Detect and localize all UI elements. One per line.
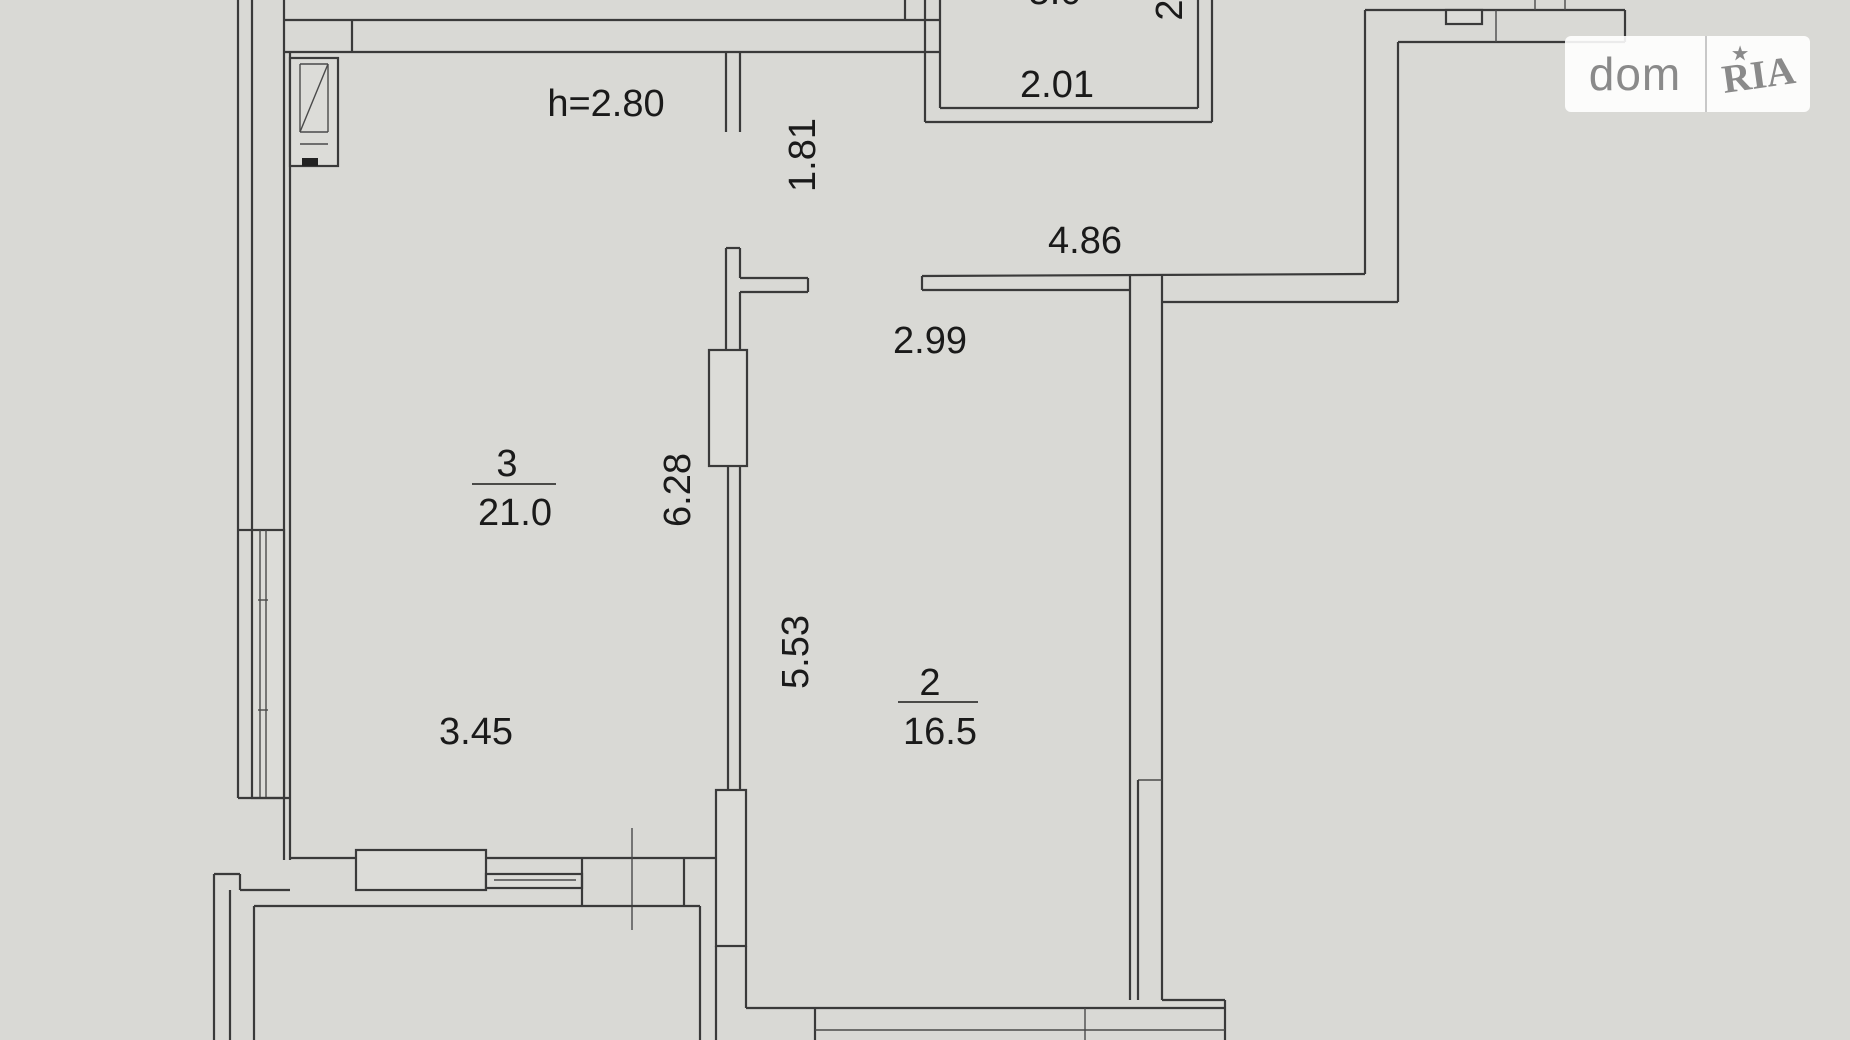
watermark-ria-text: RIA [1719,46,1798,102]
room-divider-wall [707,348,749,948]
watermark-ria-logo: ★ RIA [1704,42,1813,105]
room3-number: 3 [496,443,517,485]
room2-right-wall [1128,276,1164,1000]
room2-length-dimension: 5.53 [775,615,817,689]
room2-number: 2 [919,662,940,704]
closet-width-dimension: 2.01 [1020,64,1094,106]
top-closet [923,0,1214,124]
closet-partial-vertical-dimension: 2 [1149,0,1191,21]
dom-ria-watermark: dom ★ RIA [1565,36,1810,112]
hall-length-dimension: 4.86 [1048,220,1122,262]
bottom-walls [212,828,1227,1040]
watermark-divider [1705,36,1707,112]
hall-vertical-dimension: 1.81 [782,118,824,192]
ceiling-height-label: h=2.80 [547,83,664,125]
watermark-dom-text: dom [1588,48,1682,100]
star-icon: ★ [1731,42,1749,63]
room3-length-dimension: 6.28 [657,453,699,527]
room2-width-dimension: 2.99 [893,320,967,362]
room3-area: 21.0 [478,492,552,534]
left-exterior-wall [236,0,292,860]
top-walls [284,0,940,168]
hall-partition [724,246,1398,350]
room2-area: 16.5 [903,711,977,753]
closet-partial-dimension: 5.0 [1029,0,1082,13]
room3-width-dimension: 3.45 [439,711,513,753]
